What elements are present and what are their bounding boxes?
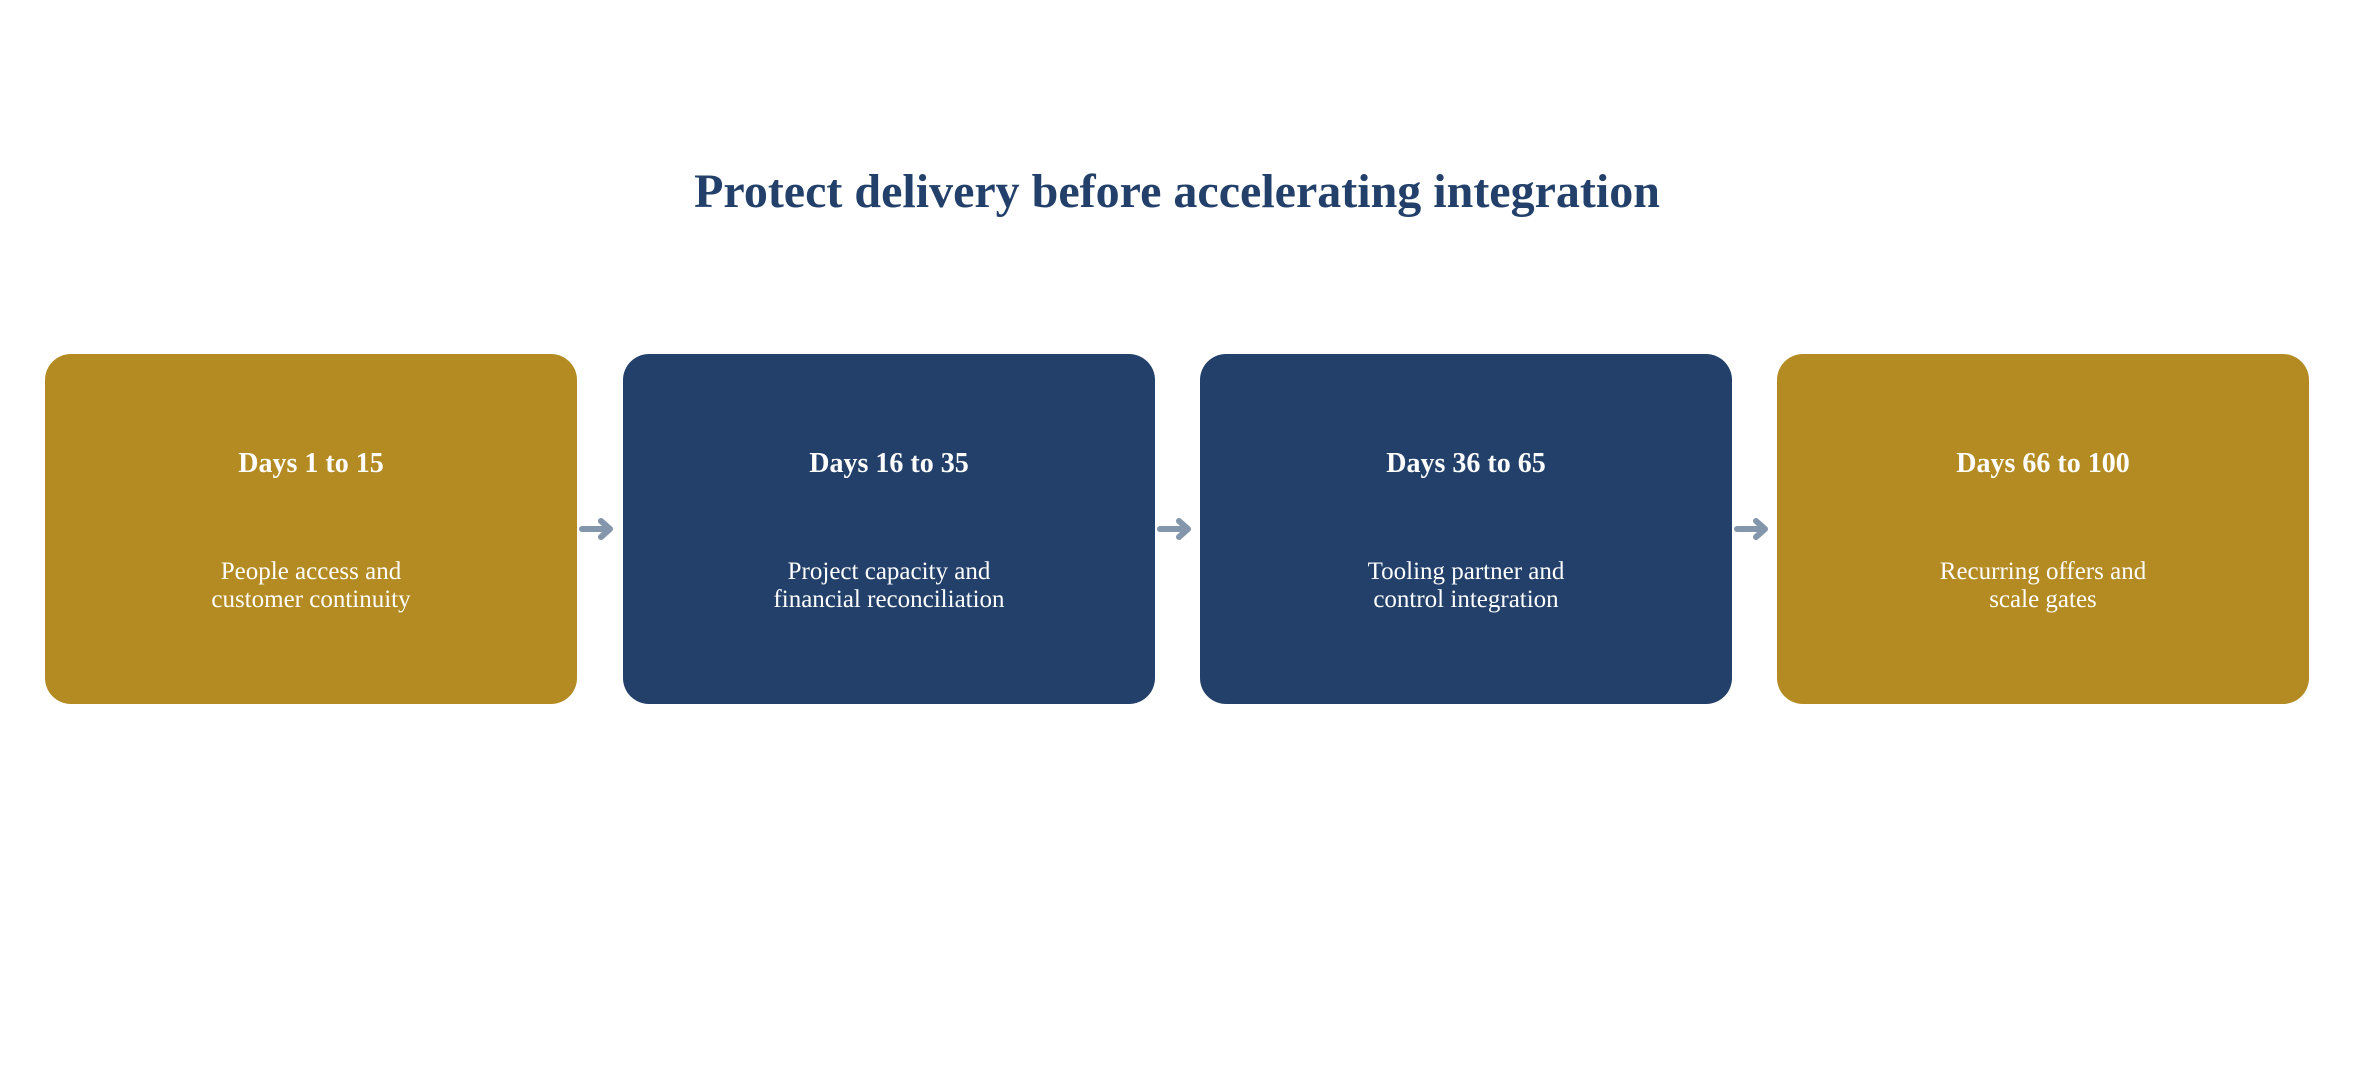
arrow-right-icon <box>579 518 613 540</box>
step-description: Tooling partner and control integration <box>1200 558 1732 614</box>
step-description-line: financial reconciliation <box>773 586 1005 613</box>
step-description-line: Project capacity and <box>787 558 991 585</box>
step-description-line: customer continuity <box>211 586 411 613</box>
step-card-3: Days 36 to 65 Tooling partner and contro… <box>1200 354 1732 704</box>
step-heading: Days 1 to 15 <box>238 448 384 479</box>
step-description-line: People access and <box>220 558 402 585</box>
step-description-line: control integration <box>1373 586 1559 613</box>
step-description: Recurring offers and scale gates <box>1777 558 2309 614</box>
step-description: Project capacity and financial reconcili… <box>623 558 1155 614</box>
arrow-right-icon <box>1734 518 1768 540</box>
step-heading: Days 36 to 65 <box>1386 448 1546 479</box>
step-heading: Days 16 to 35 <box>809 448 969 479</box>
step-description-line: Tooling partner and <box>1367 558 1565 585</box>
step-heading: Days 66 to 100 <box>1956 448 2130 479</box>
step-description-line: Recurring offers and <box>1939 558 2147 585</box>
arrow-right-icon <box>1157 518 1191 540</box>
diagram-title: Protect delivery before accelerating int… <box>694 165 1660 218</box>
step-card-2: Days 16 to 35 Project capacity and finan… <box>623 354 1155 704</box>
step-description: People access and customer continuity <box>45 558 577 614</box>
step-description-line: scale gates <box>1989 586 2097 613</box>
step-card-1: Days 1 to 15 People access and customer … <box>45 354 577 704</box>
step-card-4: Days 66 to 100 Recurring offers and scal… <box>1777 354 2309 704</box>
